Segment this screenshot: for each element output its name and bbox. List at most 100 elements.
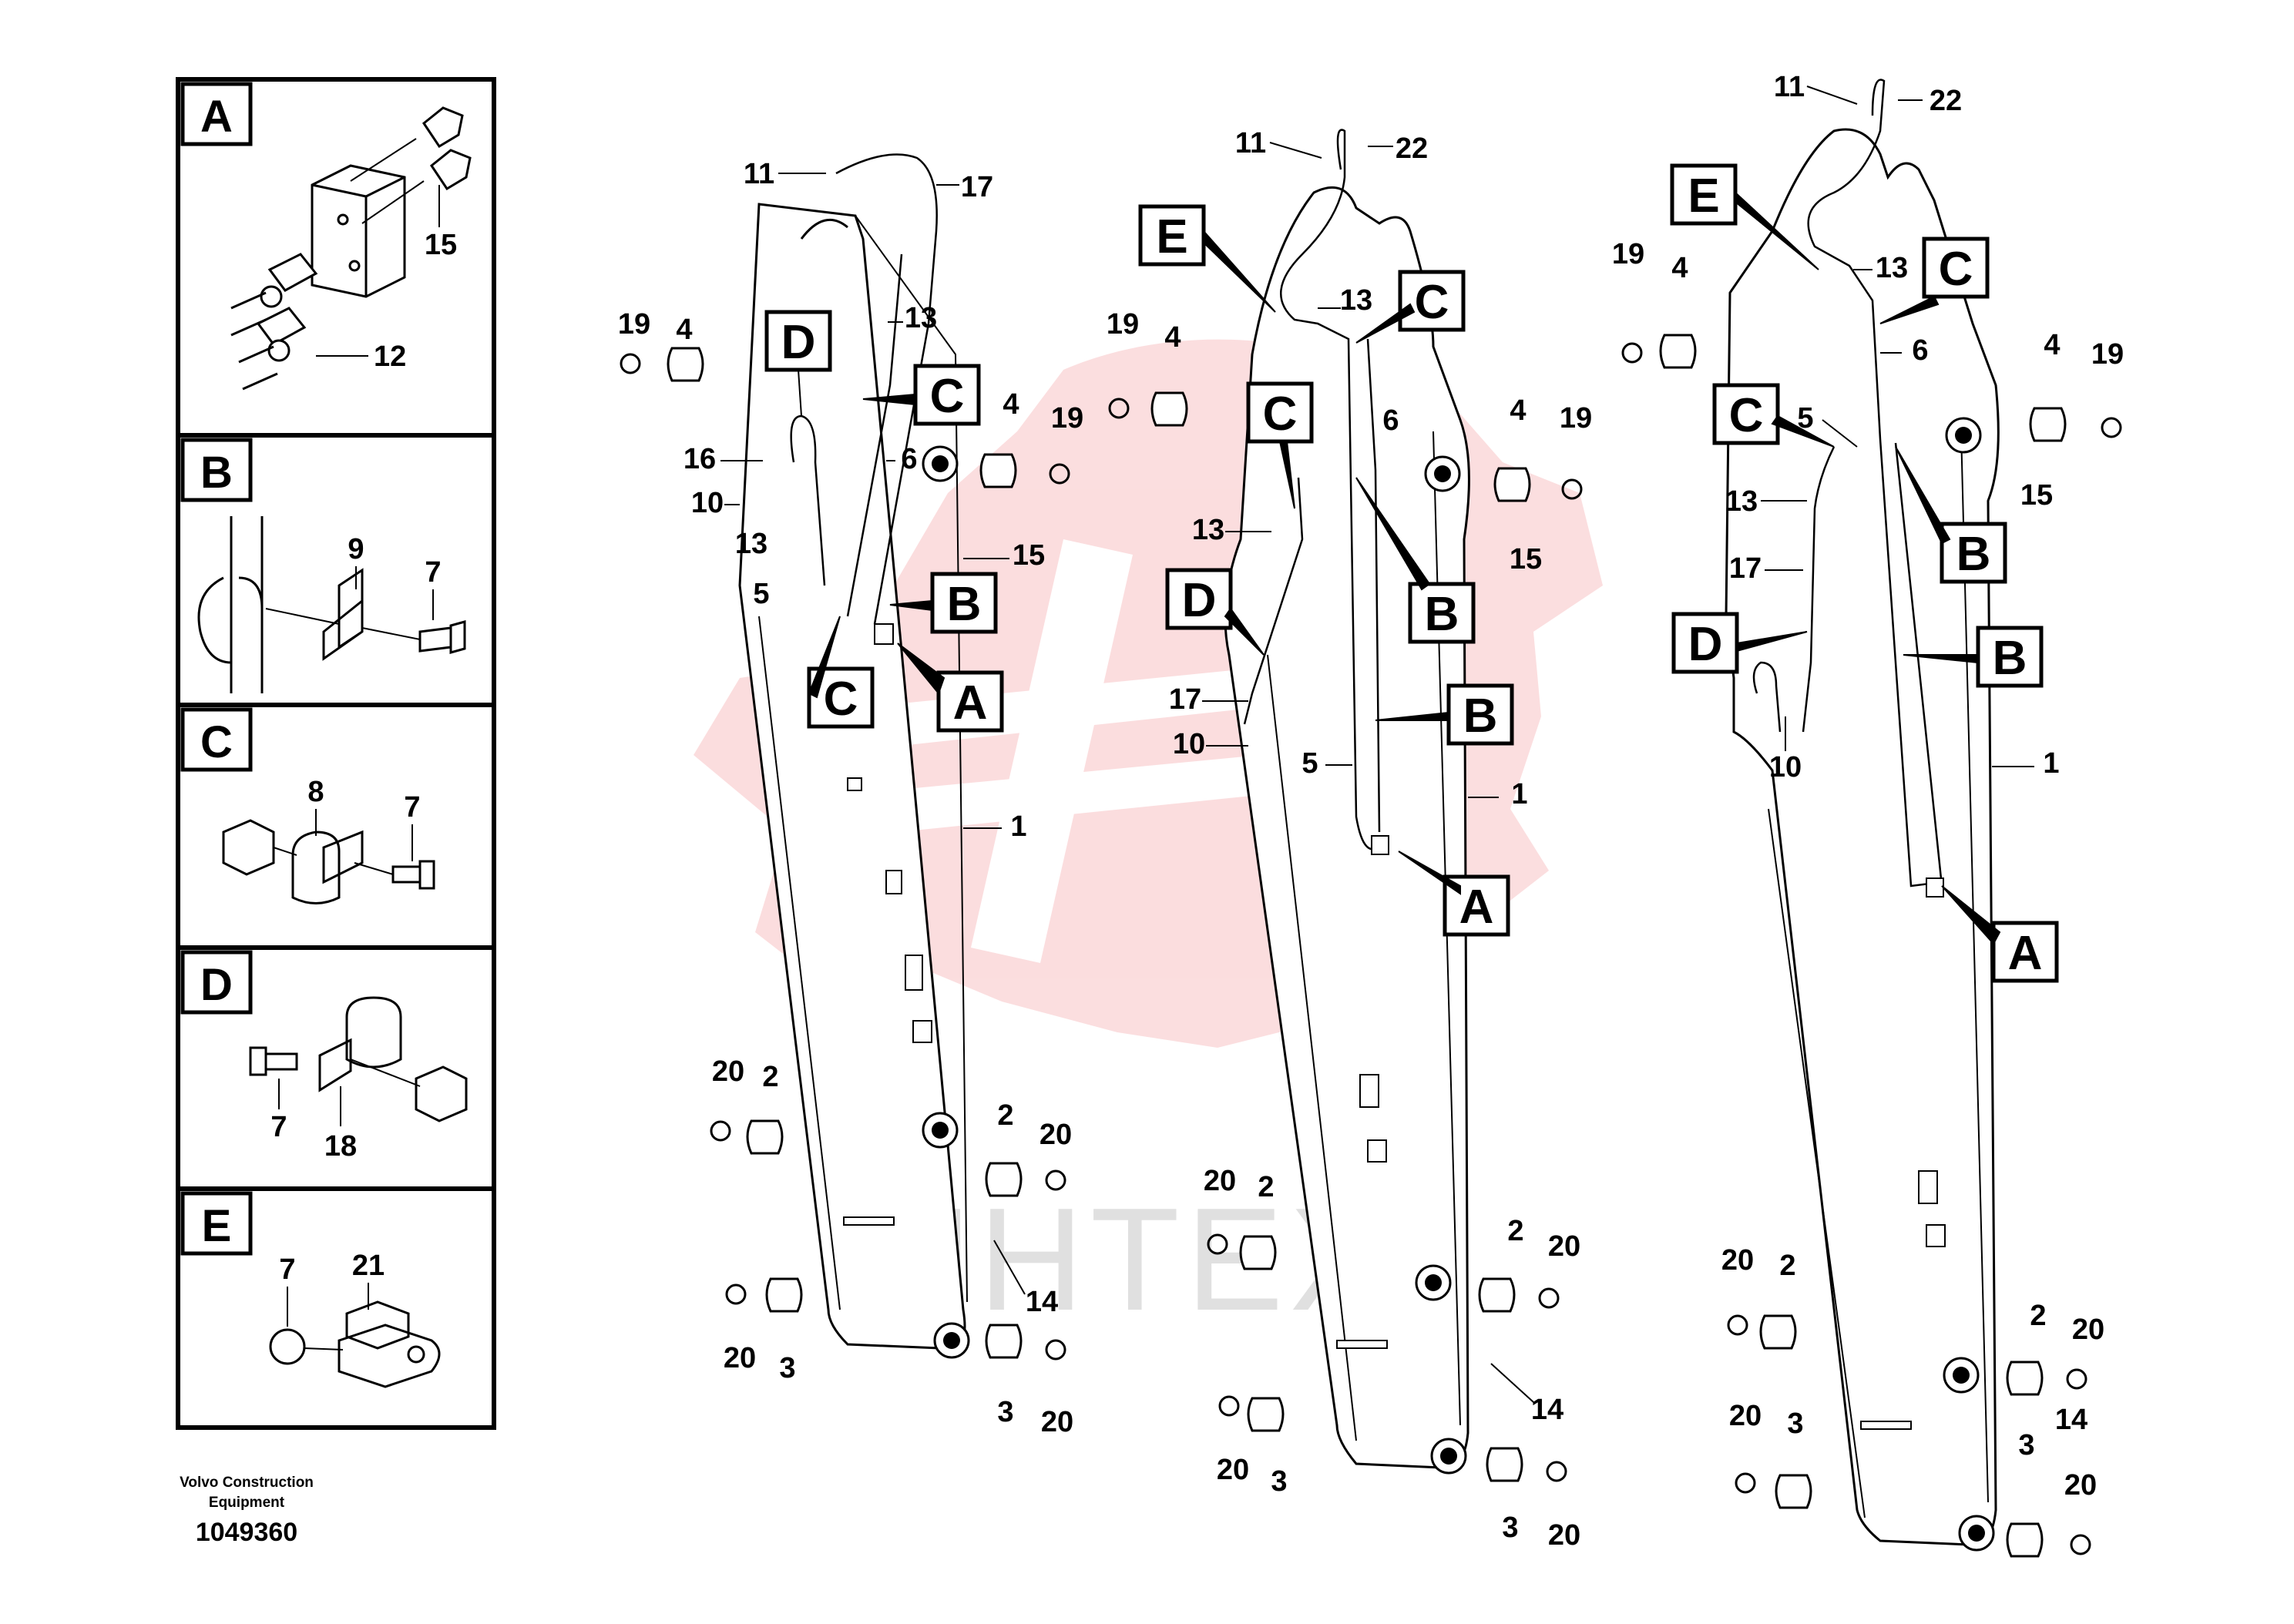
arm-2-callout-20: 20 [1204,1165,1236,1197]
arm-3-callout-15: 15 [2020,479,2053,512]
detail-panels: A 15 12 B 9 7 [176,77,496,1430]
arm-1-callout-3: 3 [779,1352,795,1384]
arm-2-callout-3b: 3 [1502,1512,1518,1544]
clip-block-icon [222,819,275,876]
arm-3: 11 22 13 19 4 6 4 19 5 15 13 17 10 1 20 … [1612,71,2124,1558]
arm-2-callout-4: 4 [1164,321,1181,354]
arm-2-callout-13: 13 [1340,284,1372,317]
arm-1-letter-d: D [781,316,816,369]
arm-3-callout-1: 1 [2043,747,2059,780]
arm-1-callout-11: 11 [744,158,774,190]
arm-3-callout-2b: 2 [2030,1300,2046,1332]
bracket-icon [322,568,364,661]
arm-1-callout-19b: 19 [1051,402,1083,435]
arm-1-callout-16: 16 [683,443,716,475]
arm-1-callout-17: 17 [961,171,993,203]
panel-a: A 15 12 [180,82,472,391]
clip-icon [338,1300,441,1388]
arm-1-callout-19: 19 [618,308,650,341]
panel-a-label-15: 15 [425,229,457,261]
arm-1-callout-3b: 3 [997,1396,1013,1428]
panel-d: D 7 18 [180,950,468,1163]
arm-2-callout-2: 2 [1258,1171,1274,1203]
arm-3-letter-c: C [1939,243,1973,296]
arm-2-callout-11: 11 [1235,127,1266,159]
hydraulic-line [1279,129,1384,851]
arm-1-callout-13: 13 [905,302,937,334]
arm-1-callout-20: 20 [712,1055,744,1088]
arm-3-letter-a: A [2008,927,2043,980]
panel-e-letter: E [202,1201,232,1251]
arm-1-letter-c-2: C [824,673,858,726]
clip-block-icon [415,1065,468,1122]
arm-3-callout-20d: 20 [2064,1469,2097,1502]
bolt-head-icon [269,1328,306,1365]
arm-1-callout-4: 4 [676,314,692,346]
arm-2-callout-4b: 4 [1510,394,1526,427]
arm-2-callout-20c: 20 [1217,1454,1249,1486]
panel-e-label-21: 21 [352,1250,385,1282]
arm-2-callout-6: 6 [1382,404,1399,437]
sensor-block [311,164,406,298]
arm-3-callout-20c: 20 [1729,1400,1762,1432]
footer-drawing-number: 1049360 [195,1518,298,1547]
arm-3-callout-10: 10 [1769,751,1802,783]
arm-3-callout-20: 20 [1721,1244,1754,1277]
bolt-icon [391,860,435,890]
panel-c-label-7: 7 [404,791,420,824]
hydraulic-line [1807,79,1943,887]
panel-c: C 8 7 [180,707,435,904]
arm-2-callout-19b: 19 [1560,402,1592,435]
arm-3-callout-22: 22 [1930,85,1962,117]
arm-2-letter-b-2: B [1463,690,1498,743]
panel-a-label-12: 12 [374,341,406,373]
arm-1-callout-14: 14 [1026,1286,1058,1318]
arm-1-callout-2: 2 [762,1061,778,1093]
arm-1-callout-1: 1 [1010,810,1026,843]
arm-1-callout-2b: 2 [997,1099,1013,1132]
arm-1-callout-15: 15 [1013,539,1045,572]
arm-3-callout-4: 4 [1671,252,1688,284]
arm-2-callout-20d: 20 [1548,1519,1580,1552]
panel-e: E 7 21 [180,1191,441,1388]
clamp-icon [318,996,402,1092]
panel-d-letter: D [200,960,233,1010]
panel-b-letter: B [200,448,233,498]
leader-lines [720,86,2034,1403]
arm-1-callout-20b: 20 [1040,1119,1072,1151]
arm-1-callout-20d: 20 [1041,1406,1073,1438]
arm-3-callout-13b: 13 [1725,485,1758,518]
panel-e-label-7: 7 [279,1253,295,1286]
arm-2-callout-5: 5 [1302,747,1318,780]
arm-3-letter-e: E [1688,169,1719,223]
panel-b: B 9 7 [180,438,466,693]
arm-2-callout-2b: 2 [1507,1215,1523,1247]
panel-a-letter: A [200,92,233,142]
clamp-icon [291,830,364,904]
arm-3-callout-2: 2 [1779,1250,1795,1282]
arm-3-letter-b: B [1956,528,1991,581]
arm-3-callout-5: 5 [1797,402,1813,435]
arm-1-callout-20c: 20 [724,1342,756,1374]
arm-2-letter-c: C [1415,276,1449,329]
arm-1-letter-b: B [947,578,982,631]
arm-2-callout-1: 1 [1511,778,1527,810]
arm-2-callout-10: 10 [1173,728,1205,760]
arm-3-callout-19b: 19 [2091,338,2124,371]
arm-2-callout-15: 15 [1510,543,1542,575]
arm-2-letter-d: D [1182,574,1217,627]
bolt-icon [249,1046,298,1076]
arm-3-letter-d: D [1688,618,1723,671]
arm-1-callout-13b: 13 [735,528,767,560]
arm-3-callout-19: 19 [1612,238,1644,270]
panel-c-label-8: 8 [307,776,324,808]
arm-2-letter-a: A [1459,881,1494,934]
arm-1-callout-5: 5 [753,578,769,610]
arm-2-callout-19: 19 [1107,308,1139,341]
arm-3-callout-4b: 4 [2044,329,2060,361]
arm-2-letter-e: E [1156,210,1187,263]
watermark-logo-stripes [771,539,1349,963]
arm-1-callout-6: 6 [901,443,917,475]
arm-3-callout-3: 3 [1787,1408,1803,1440]
arm-1: 11 17 13 19 4 4 19 16 6 10 15 13 5 1 20 … [618,153,1083,1438]
